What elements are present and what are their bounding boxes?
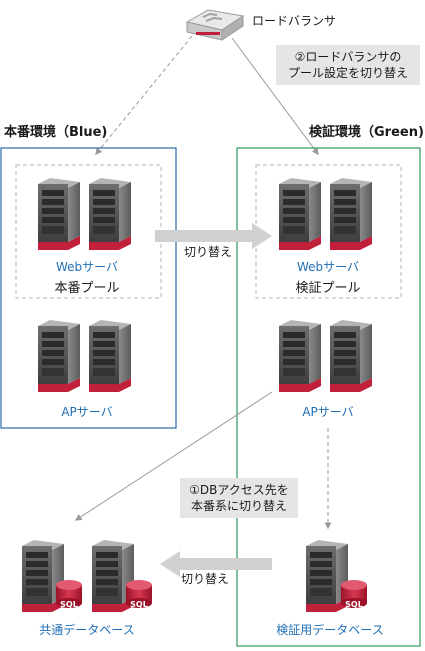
blue-env-frame xyxy=(0,147,177,429)
blue-env-title: 本番環境（Blue) xyxy=(4,124,107,140)
load-balancer-label: ロードバランサ xyxy=(252,14,336,28)
green-env-title: 検証環境（Green) xyxy=(309,124,424,140)
blue-ap-label: APサーバ xyxy=(61,405,112,419)
switch-db-arrow-label: 切り替え xyxy=(181,572,229,586)
test-db-label: 検証用データベース xyxy=(276,622,383,637)
green-env-frame xyxy=(236,147,421,647)
shared-db-label: 共通データベース xyxy=(39,622,134,637)
lb-to-blue-line xyxy=(95,35,193,156)
green-ap-servers xyxy=(279,320,372,392)
note-db-access-box xyxy=(180,478,298,518)
note-switch-pool-box xyxy=(276,45,420,85)
green-pool-frame xyxy=(255,164,402,299)
green-pool-label: 検証プール xyxy=(295,281,360,296)
switch-db-arrow xyxy=(160,551,272,577)
green-web-label: Webサーバ xyxy=(297,260,359,274)
lb-to-green-line xyxy=(231,37,319,156)
svg-text:SQL: SQL xyxy=(345,600,363,609)
blue-pool-label: 本番プール xyxy=(54,281,119,296)
blue-pool-frame xyxy=(15,164,162,299)
note-switch-pool-line1: ②ロードバランサの xyxy=(295,50,402,64)
shared-db-sql-icon-2: SQL xyxy=(126,580,152,609)
note-db-access-line1: ①DBアクセス先を xyxy=(189,483,289,497)
note-db-access-line2: 本番系に切り替え xyxy=(191,499,287,513)
switch-pool-arrow xyxy=(155,223,272,249)
switch-pool-arrow-label: 切り替え xyxy=(184,245,232,259)
green-ap-label: APサーバ xyxy=(302,405,353,419)
shared-db-sql-icon-1: SQL xyxy=(56,580,82,609)
load-balancer-icon xyxy=(185,9,245,41)
test-db-sql-icon: SQL xyxy=(341,580,367,609)
blue-web-servers xyxy=(38,178,131,250)
blue-web-label: Webサーバ xyxy=(56,260,118,274)
green-ap-to-shared-db-line xyxy=(74,391,273,521)
note-switch-pool-line2: プール設定を切り替え xyxy=(288,65,408,80)
svg-text:SQL: SQL xyxy=(130,600,148,609)
svg-text:SQL: SQL xyxy=(60,600,78,609)
blue-ap-servers xyxy=(38,320,131,392)
green-web-servers xyxy=(279,178,372,250)
